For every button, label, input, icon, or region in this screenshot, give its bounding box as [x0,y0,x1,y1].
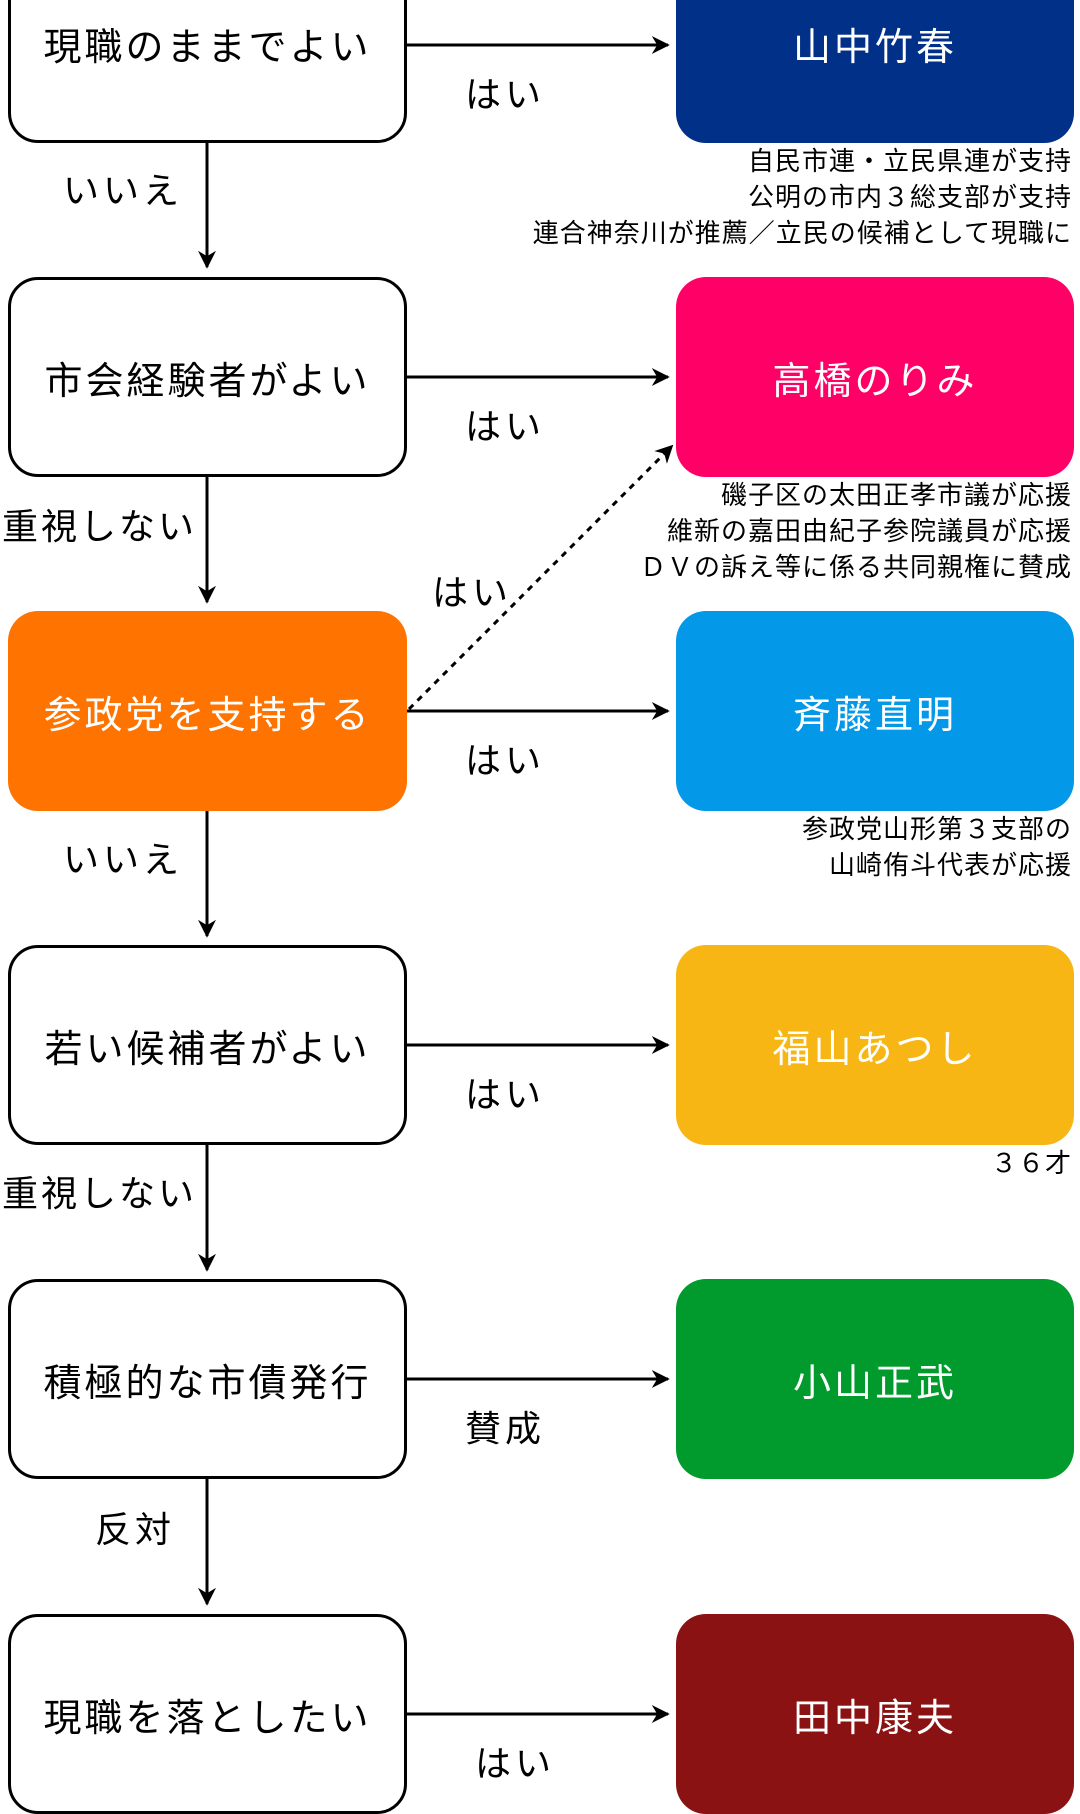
question-text-2: 市会経験者がよい [44,358,371,403]
question-text-1: 現職のままでよい [43,24,372,69]
candidate-notes-1: 自民市連・立民県連が支持 公明の市内３総支部が支持 連合神奈川が推薦／立民の候補… [533,144,1072,252]
candidate-box-2: 高橋のりみ [676,277,1074,477]
candidate-box-6: 田中康夫 [676,1614,1074,1814]
note-line: ３６才 [990,1149,1072,1179]
yes-label-5: 賛成 [465,1409,546,1450]
candidate-name-3: 斉藤直明 [792,692,957,737]
note-line: 維新の嘉田由紀子参院議員が応援 [666,517,1072,547]
note-line: 山崎侑斗代表が応援 [828,851,1072,881]
question-text-4: 若い候補者がよい [44,1026,371,1071]
yes-label-3-dotted: はい [432,573,513,614]
arrow-q3-dotted-yes [407,444,674,711]
note-line: ＤＶの訴え等に係る共同親権に賛成 [639,553,1072,583]
candidate-name-5: 小山正武 [792,1360,957,1405]
no-label-5: 反対 [95,1510,176,1551]
yes-label-2: はい [465,407,546,448]
candidate-name-6: 田中康夫 [792,1695,957,1740]
question-box-2: 市会経験者がよい [8,277,407,477]
candidate-box-4: 福山あつし [676,945,1074,1145]
candidate-notes-4: ３６才 [991,1146,1072,1182]
candidate-box-3: 斉藤直明 [676,611,1074,811]
note-line: 公明の市内３総支部が支持 [747,183,1072,213]
no-label-3: いいえ [63,840,184,881]
candidate-name-2: 高橋のりみ [772,358,978,403]
no-label-4: 重視しない [2,1174,198,1215]
question-box-5: 積極的な市債発行 [8,1279,407,1479]
note-line: 磯子区の太田正孝市議が応援 [720,481,1072,511]
no-label-1: いいえ [63,171,184,212]
candidate-notes-2: 磯子区の太田正孝市議が応援 維新の嘉田由紀子参院議員が応援 ＤＶの訴え等に係る共… [640,478,1072,586]
no-label-2: 重視しない [2,507,198,548]
question-text-3: 参政党を支持する [43,692,372,737]
candidate-box-5: 小山正武 [676,1279,1074,1479]
question-text-6: 現職を落としたい [43,1695,372,1740]
question-box-3: 参政党を支持する [8,611,407,811]
candidate-name-4: 福山あつし [772,1026,978,1071]
yes-label-4: はい [465,1075,546,1116]
question-box-4: 若い候補者がよい [8,945,407,1145]
question-box-1: 現職のままでよい [8,0,407,143]
candidate-name-1: 山中竹春 [792,24,957,69]
yes-label-6: はい [475,1744,556,1785]
candidate-notes-3: 参政党山形第３支部の 山崎侑斗代表が応援 [802,812,1072,884]
question-text-5: 積極的な市債発行 [43,1360,372,1405]
note-line: 参政党山形第３支部の [801,815,1072,845]
yes-label-1: はい [465,75,546,116]
yes-label-3: はい [465,741,546,782]
question-box-6: 現職を落としたい [8,1614,407,1814]
note-line: 連合神奈川が推薦／立民の候補として現職に [532,219,1072,249]
note-line: 自民市連・立民県連が支持 [747,147,1072,177]
candidate-box-1: 山中竹春 [676,0,1074,143]
